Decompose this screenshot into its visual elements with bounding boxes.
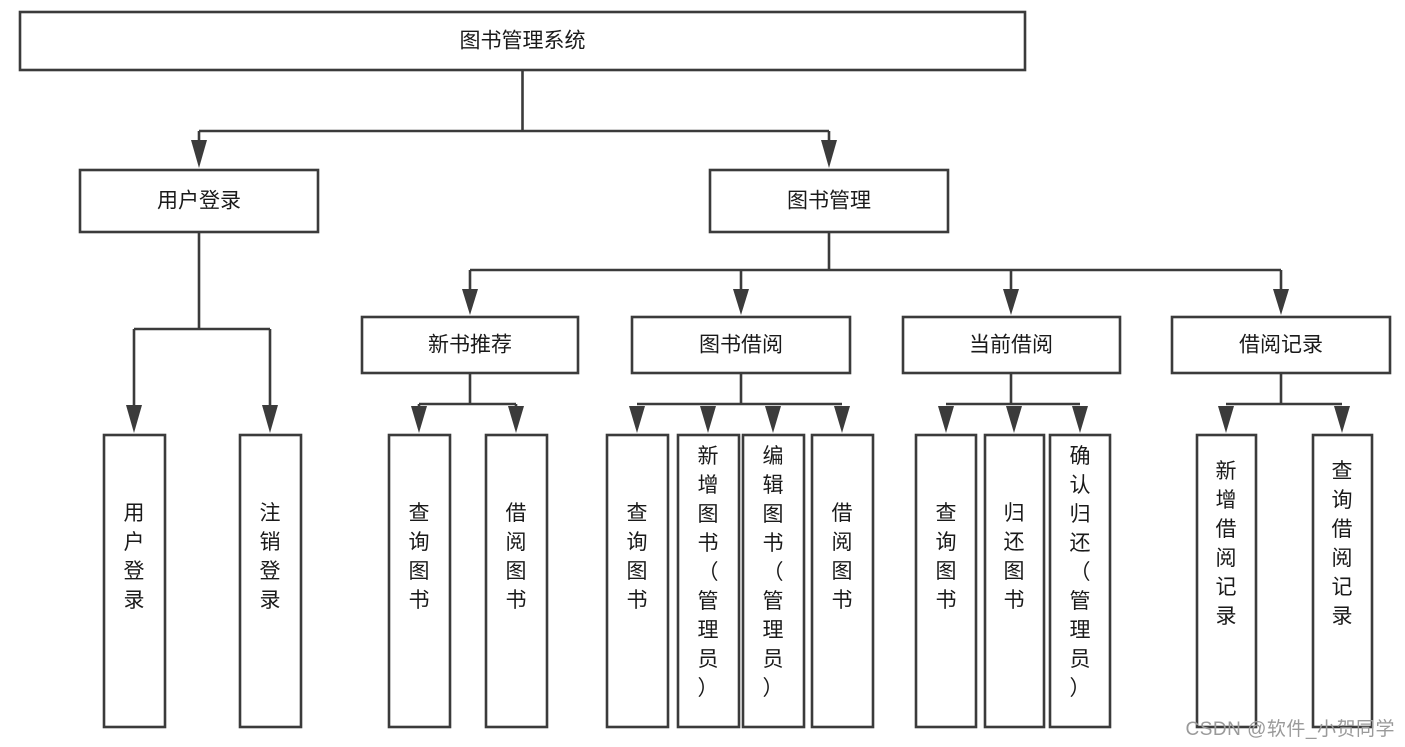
- node-leaf-br-query-record-box[interactable]: [1311, 433, 1374, 729]
- arrowhead-br-query-record: [1334, 406, 1350, 433]
- node-current-borrow-label: 当前借阅: [969, 334, 1053, 357]
- arrowhead-bb-query-book: [629, 406, 645, 433]
- node-new-book-rec[interactable]: 新书推荐: [360, 315, 580, 375]
- connector-layer: [126, 70, 1350, 433]
- node-borrow-record-label: 借阅记录: [1239, 334, 1323, 357]
- node-leaf-cb-confirm-return[interactable]: 确认归还（管理员）: [1048, 433, 1112, 729]
- node-leaf-nbr-borrow-book[interactable]: 借阅图书: [484, 433, 549, 729]
- node-leaf-bb-edit-book[interactable]: 编辑图书（管理员）: [741, 433, 806, 729]
- node-current-borrow-box[interactable]: [901, 315, 1122, 375]
- leaf-node-group: 用户登录 注销登录 查询图书 借阅图书 查询图书 新增图书（管理员）: [102, 433, 1374, 729]
- node-leaf-cb-query-book[interactable]: 查询图书: [914, 433, 978, 729]
- node-leaf-user-login-box[interactable]: [102, 433, 167, 729]
- arrowhead-bb-borrow-book: [834, 406, 850, 433]
- node-borrow-record-box[interactable]: [1170, 315, 1392, 375]
- arrowhead-cb-query-book: [938, 406, 954, 433]
- node-leaf-nbr-query-book[interactable]: 查询图书: [387, 433, 452, 729]
- node-leaf-bb-borrow-book-box[interactable]: [810, 433, 875, 729]
- node-book-borrow-box[interactable]: [630, 315, 852, 375]
- node-book-manage-label: 图书管理: [787, 190, 871, 213]
- arrowhead-bb-add-book: [700, 406, 716, 433]
- node-leaf-br-add-record-box[interactable]: [1195, 433, 1258, 729]
- arrowhead-book-borrow: [733, 289, 749, 315]
- node-new-book-rec-label: 新书推荐: [428, 334, 512, 357]
- node-user-login[interactable]: 用户登录: [78, 168, 320, 234]
- node-book-borrow-label: 图书借阅: [699, 334, 783, 357]
- node-leaf-cb-query-book-box[interactable]: [914, 433, 978, 729]
- arrowhead-br-add-record: [1218, 406, 1234, 433]
- node-current-borrow[interactable]: 当前借阅: [901, 315, 1122, 375]
- node-leaf-br-query-record[interactable]: 查询借阅记录: [1311, 433, 1374, 729]
- node-leaf-user-logout-label: 注销登录: [260, 502, 281, 612]
- node-leaf-br-query-record-label: 查询借阅记录: [1332, 460, 1353, 628]
- arrowhead-nbr-borrow-book: [508, 406, 524, 433]
- node-leaf-user-login-label: 用户登录: [124, 502, 145, 612]
- arrowhead-nbr-query-book: [411, 406, 427, 433]
- node-leaf-bb-query-book[interactable]: 查询图书: [605, 433, 670, 729]
- node-book-borrow[interactable]: 图书借阅: [630, 315, 852, 375]
- arrowhead-leaf-user-login: [126, 405, 142, 433]
- arrowhead-new-book-rec: [462, 289, 478, 315]
- node-user-login-label: 用户登录: [157, 190, 241, 213]
- node-leaf-user-login[interactable]: 用户登录: [102, 433, 167, 729]
- node-book-manage[interactable]: 图书管理: [708, 168, 950, 234]
- node-leaf-cb-return-book-label: 归还图书: [1004, 502, 1025, 612]
- node-leaf-cb-query-book-label: 查询图书: [936, 502, 957, 612]
- node-leaf-nbr-borrow-book-box[interactable]: [484, 433, 549, 729]
- arrowhead-user-login: [191, 140, 207, 168]
- arrowhead-leaf-user-logout: [262, 405, 278, 433]
- node-leaf-bb-add-book-label: 新增图书（管理员）: [698, 445, 719, 700]
- arrowhead-cb-confirm-return: [1072, 406, 1088, 433]
- node-leaf-nbr-query-book-label: 查询图书: [409, 502, 430, 612]
- node-leaf-bb-query-book-label: 查询图书: [627, 502, 648, 612]
- node-borrow-record[interactable]: 借阅记录: [1170, 315, 1392, 375]
- node-leaf-cb-return-book[interactable]: 归还图书: [983, 433, 1046, 729]
- node-leaf-nbr-query-book-box[interactable]: [387, 433, 452, 729]
- node-leaf-nbr-borrow-book-label: 借阅图书: [506, 502, 527, 612]
- node-leaf-bb-add-book[interactable]: 新增图书（管理员）: [676, 433, 741, 729]
- node-leaf-bb-borrow-book-label: 借阅图书: [832, 502, 853, 612]
- node-leaf-br-add-record[interactable]: 新增借阅记录: [1195, 433, 1258, 729]
- node-leaf-cb-return-book-box[interactable]: [983, 433, 1046, 729]
- node-book-manage-box[interactable]: [708, 168, 950, 234]
- arrowhead-borrow-record: [1273, 289, 1289, 315]
- node-leaf-br-add-record-label: 新增借阅记录: [1216, 460, 1237, 628]
- arrowhead-bb-edit-book: [765, 406, 781, 433]
- node-root-box[interactable]: [18, 10, 1027, 72]
- node-leaf-bb-edit-book-box[interactable]: [741, 433, 806, 729]
- node-root[interactable]: 图书管理系统: [18, 10, 1027, 72]
- node-leaf-bb-borrow-book[interactable]: 借阅图书: [810, 433, 875, 729]
- node-leaf-cb-confirm-return-box[interactable]: [1048, 433, 1112, 729]
- arrowhead-cb-return-book: [1006, 406, 1022, 433]
- node-leaf-bb-add-book-box[interactable]: [676, 433, 741, 729]
- node-leaf-user-logout[interactable]: 注销登录: [238, 433, 303, 729]
- arrowhead-book-manage: [821, 140, 837, 168]
- node-new-book-rec-box[interactable]: [360, 315, 580, 375]
- arrowhead-current-borrow: [1003, 289, 1019, 315]
- node-leaf-cb-confirm-return-label: 确认归还（管理员）: [1070, 445, 1091, 700]
- node-user-login-box[interactable]: [78, 168, 320, 234]
- node-leaf-bb-query-book-box[interactable]: [605, 433, 670, 729]
- node-leaf-bb-edit-book-label: 编辑图书（管理员）: [763, 445, 784, 700]
- node-leaf-user-logout-box[interactable]: [238, 433, 303, 729]
- node-root-label: 图书管理系统: [460, 30, 586, 53]
